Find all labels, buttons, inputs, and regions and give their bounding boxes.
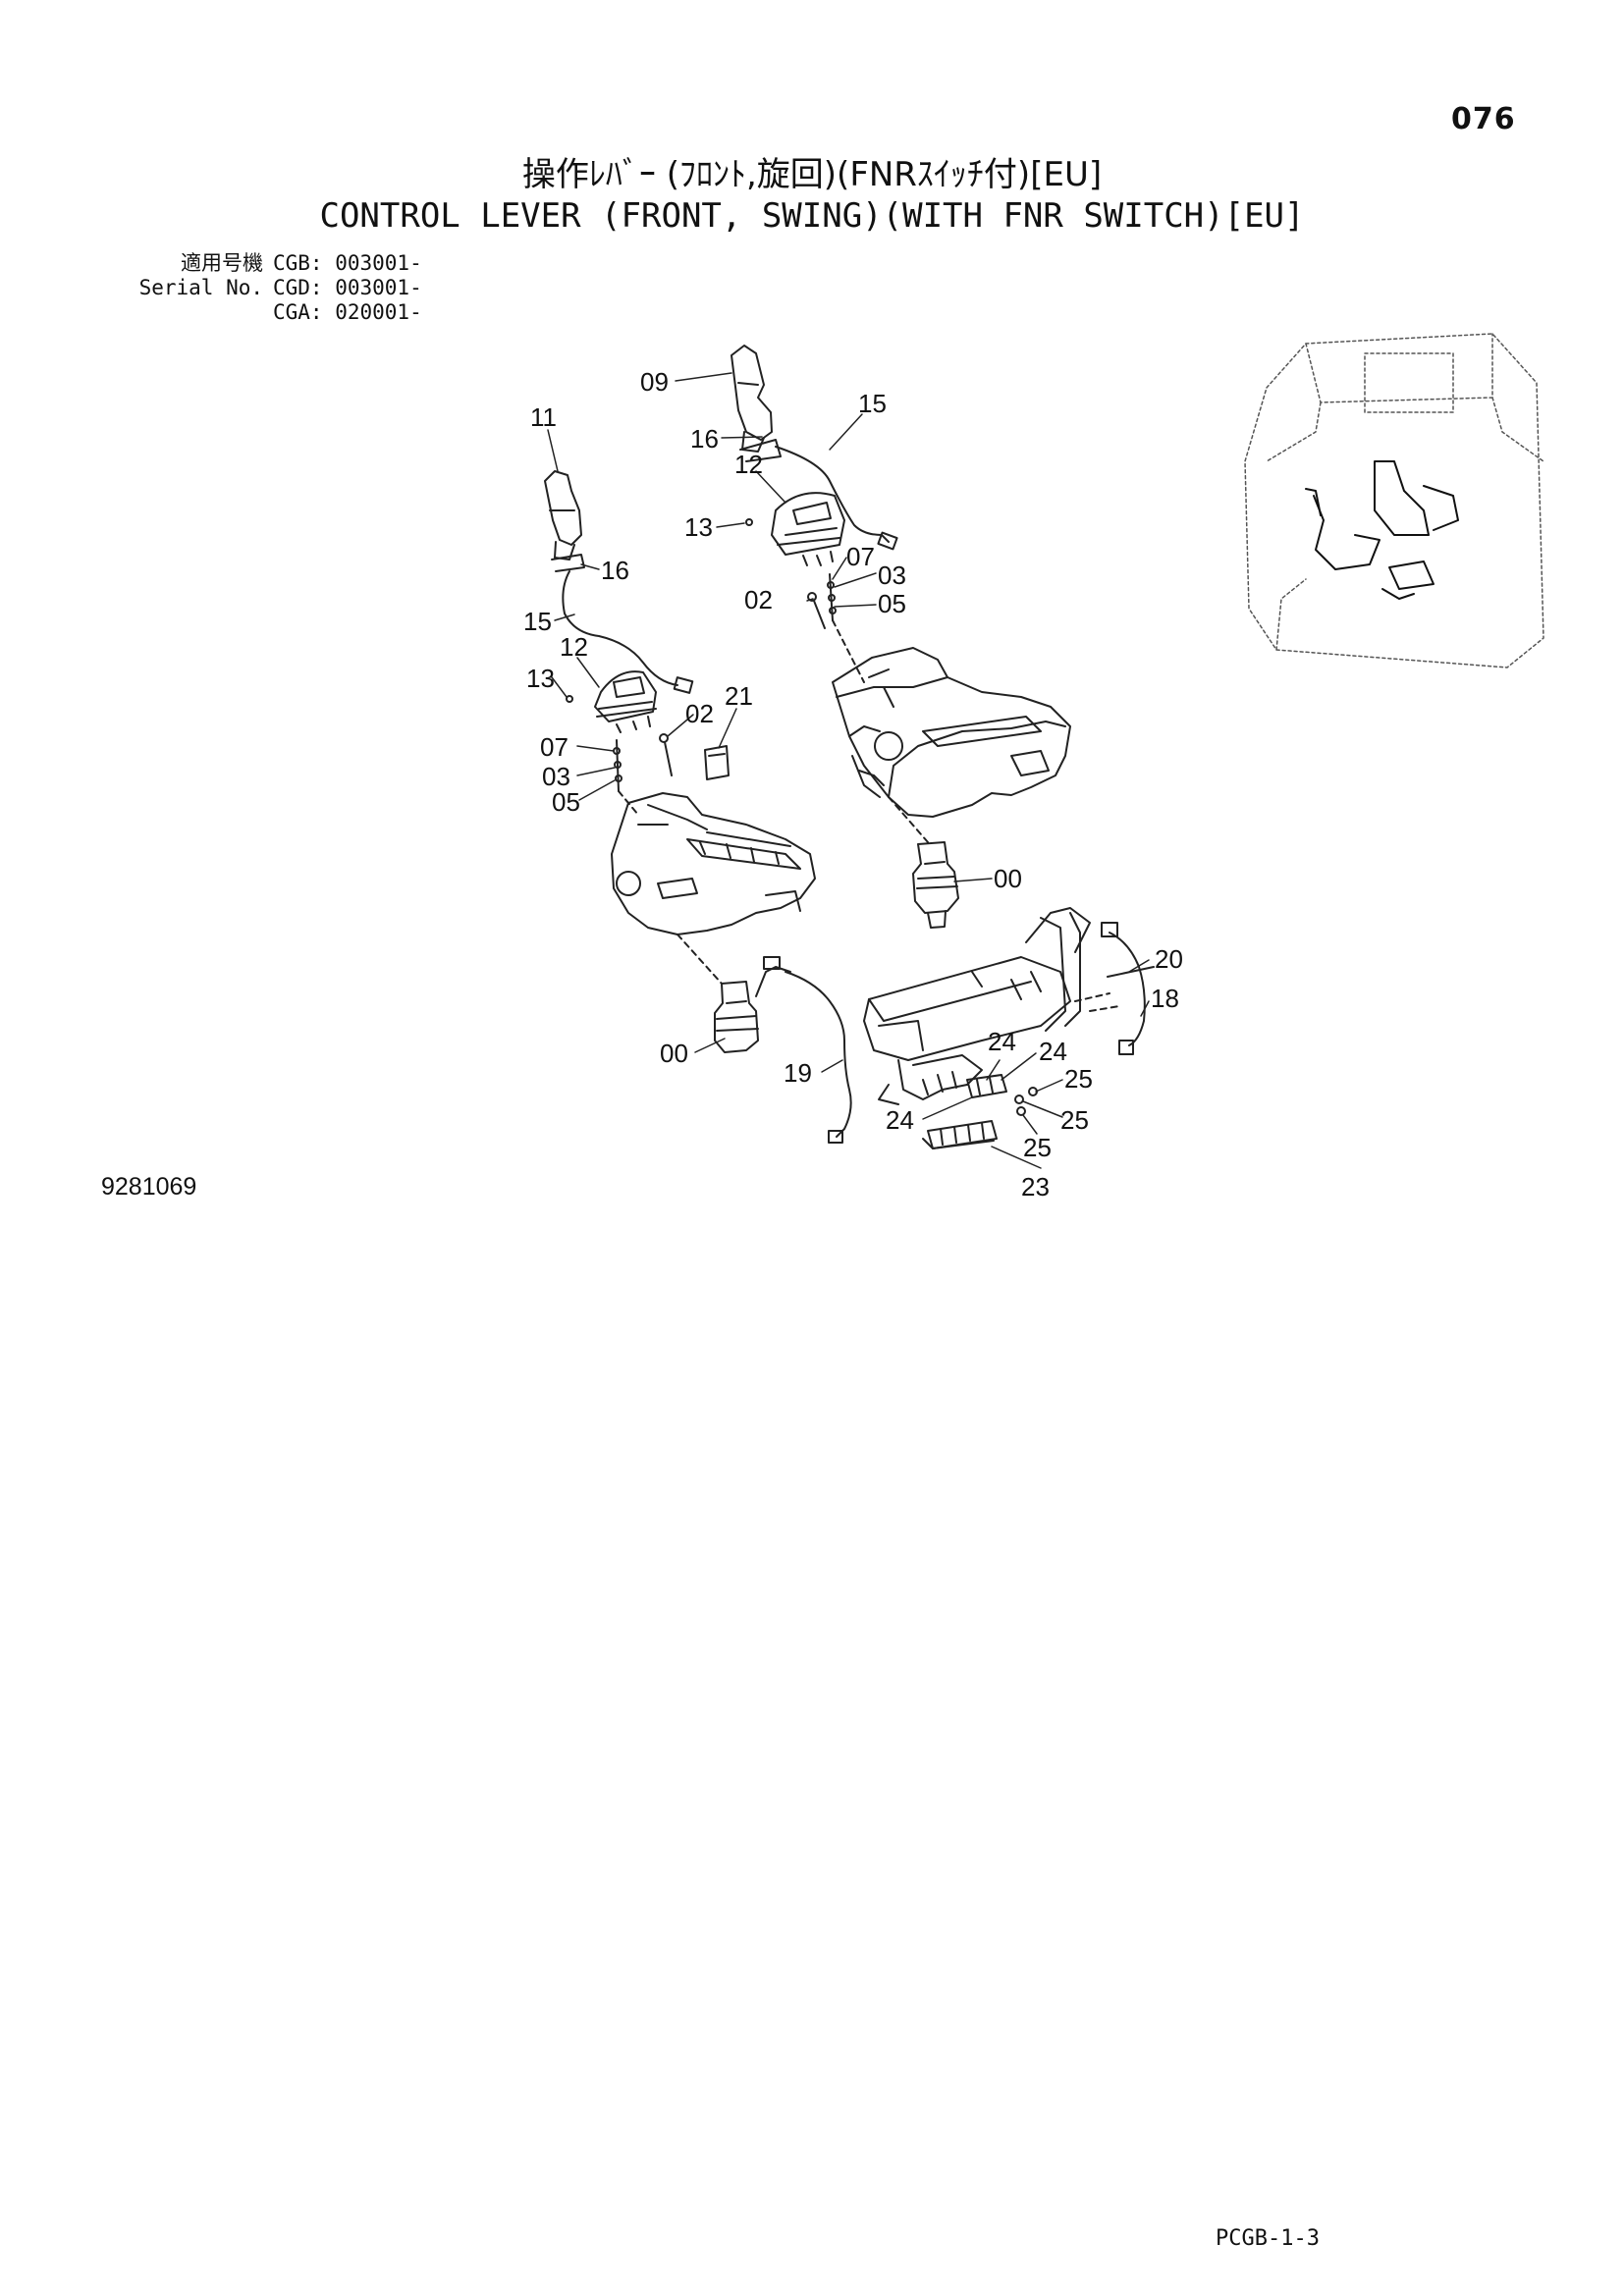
callout-02: 02 [744, 585, 773, 614]
screw-02-right [807, 592, 826, 629]
cable-tie-20 [1107, 966, 1155, 978]
callout-02: 02 [685, 699, 714, 728]
callout-07: 07 [540, 732, 568, 762]
serial-label-jp: 適用号機 [181, 251, 263, 275]
callout-24: 24 [1039, 1037, 1067, 1066]
right-lever-harness [775, 446, 890, 543]
screws-25 [1014, 1087, 1038, 1116]
callout-24: 24 [988, 1027, 1016, 1056]
fnr-connector-top [1101, 922, 1118, 937]
callout-20: 20 [1155, 944, 1183, 974]
title-english: CONTROL LEVER (FRONT, SWING)(WITH FNR SW… [319, 196, 1305, 236]
right-armrest-console [832, 647, 1071, 818]
callout-07: 07 [846, 542, 875, 571]
right-pilot-valve [912, 841, 959, 929]
callout-15: 15 [858, 389, 887, 418]
callout-16: 16 [601, 556, 629, 585]
callout-25: 25 [1023, 1133, 1052, 1162]
footer-page-code: PCGB-1-3 [1216, 2226, 1320, 2251]
right-lever-boot [771, 492, 845, 566]
cab-inset-levers [1305, 460, 1459, 600]
callout-03: 03 [878, 561, 906, 590]
callout-23: 23 [1021, 1172, 1050, 1201]
serial-row-2: Serial No. CGD: 003001- [108, 276, 422, 300]
right-lever-connector [877, 531, 898, 551]
left-pilot-valve [714, 966, 791, 1053]
switch-block-23 [922, 1120, 998, 1149]
callout-05: 05 [878, 589, 906, 618]
serial-label-en: Serial No. [138, 276, 263, 299]
callout-12: 12 [560, 632, 588, 662]
serial-applicability: 適用号機 CGB: 003001- Serial No. CGD: 003001… [108, 251, 422, 325]
serial-entry: CGB: 003001- [273, 251, 422, 275]
washer-stack-right [827, 573, 837, 621]
switch-bracket-24 [966, 1074, 1007, 1098]
fnr-guide-line [1074, 992, 1120, 1012]
leader-lines [547, 372, 1150, 1169]
callout-labels: 09 15 16 12 13 07 03 02 05 11 16 15 12 1… [523, 367, 1183, 1201]
fnr-connector-bottom [1118, 1040, 1134, 1055]
callout-05: 05 [552, 787, 580, 817]
bolt-13-right [745, 518, 753, 526]
serial-entry: CGA: 020001- [273, 300, 422, 324]
callout-13: 13 [684, 512, 713, 542]
callout-19: 19 [784, 1058, 812, 1088]
left-valve-guide-line [618, 790, 723, 985]
left-valve-connector-top [763, 956, 781, 970]
serial-row-1: 適用号機 CGB: 003001- [108, 251, 422, 276]
left-lever-connector [673, 676, 694, 694]
cab-inset-illustration [1244, 333, 1544, 668]
callout-15: 15 [523, 607, 552, 636]
right-valve-guide-line [832, 619, 929, 843]
right-control-lever-grip [731, 345, 782, 462]
page-number: 076 [1451, 102, 1516, 136]
washer-stack-left [613, 739, 623, 792]
drawing-number: 9281069 [101, 1173, 197, 1201]
callout-00: 00 [994, 864, 1022, 893]
callout-11: 11 [530, 402, 557, 432]
callout-13: 13 [526, 664, 555, 693]
fnr-switch-assembly [863, 907, 1091, 1105]
callout-24: 24 [886, 1105, 914, 1135]
left-armrest-console [611, 792, 816, 935]
bolt-13-left [566, 695, 573, 703]
left-control-lever-grip [544, 470, 585, 572]
title-japanese: 操作ﾚﾊﾞｰ (ﾌﾛﾝﾄ,旋回)(FNRｽｲｯﾁ付)[EU] [521, 155, 1103, 194]
callout-18: 18 [1151, 984, 1179, 1013]
screw-02-left [659, 733, 673, 776]
fnr-harness-18 [1109, 932, 1146, 1046]
switch-21 [704, 745, 730, 780]
callout-12: 12 [734, 450, 763, 479]
callout-00: 00 [660, 1039, 688, 1068]
callout-03: 03 [542, 762, 570, 791]
callout-21: 21 [725, 681, 753, 711]
left-lever-boot [594, 670, 657, 733]
callout-25: 25 [1064, 1064, 1093, 1094]
serial-row-3: CGA: 020001- [108, 300, 422, 325]
callout-16: 16 [690, 424, 719, 454]
left-valve-connector [828, 1130, 843, 1144]
callout-09: 09 [640, 367, 669, 397]
left-lever-harness [562, 570, 678, 686]
left-valve-harness-19 [785, 971, 852, 1138]
serial-entry: CGD: 003001- [273, 276, 422, 299]
callout-25: 25 [1060, 1105, 1089, 1135]
